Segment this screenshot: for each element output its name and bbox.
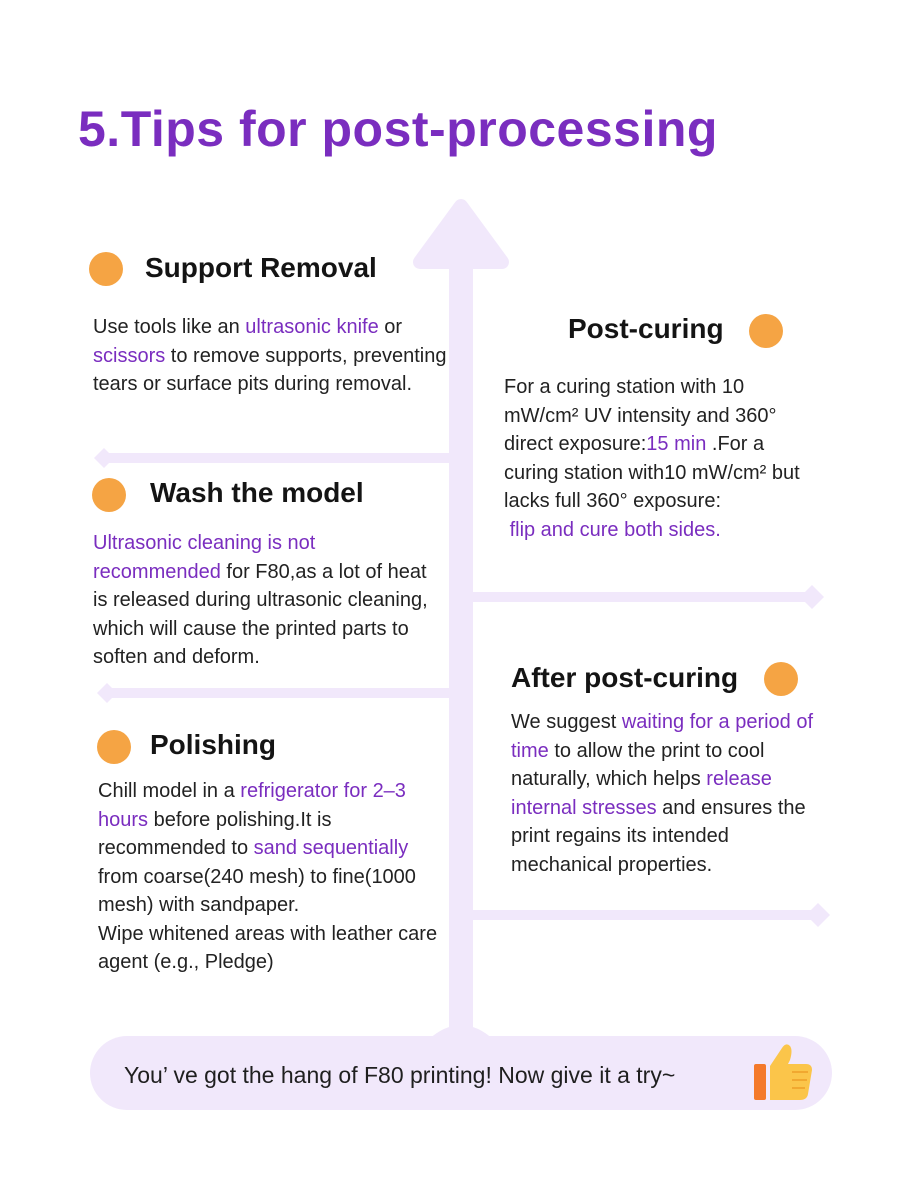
bullet-dot bbox=[749, 314, 783, 348]
section-heading-after-post-curing: After post-curing bbox=[511, 662, 739, 693]
thumbs-up-icon bbox=[754, 1044, 812, 1100]
section-heading-polishing: Polishing bbox=[150, 729, 276, 760]
bullet-dot bbox=[89, 252, 123, 286]
page-title: 5.Tips for post-processing bbox=[78, 101, 718, 157]
section-heading-support-removal: Support Removal bbox=[145, 252, 377, 283]
section-body-support-removal: Use tools like an ultrasonic knife or sc… bbox=[93, 316, 447, 395]
bullet-dot bbox=[764, 662, 798, 696]
section-heading-wash: Wash the model bbox=[150, 477, 364, 508]
bullet-dot bbox=[92, 478, 126, 512]
section-body-wash: Ultrasonic cleaning is not recommended f… bbox=[93, 532, 428, 668]
section-body-post-curing: For a curing station with 10 mW/cm² UV i… bbox=[504, 376, 800, 541]
footer-text: You’ ve got the hang of F80 printing! No… bbox=[124, 1062, 676, 1088]
section-body-polishing: Chill model in a refrigerator for 2–3 ho… bbox=[98, 780, 438, 973]
bullet-dot bbox=[97, 730, 131, 764]
section-heading-post-curing: Post-curing bbox=[568, 313, 724, 344]
section-body-after-post-curing: We suggest waiting for a period of time … bbox=[511, 711, 814, 876]
footer-banner bbox=[90, 1036, 832, 1110]
